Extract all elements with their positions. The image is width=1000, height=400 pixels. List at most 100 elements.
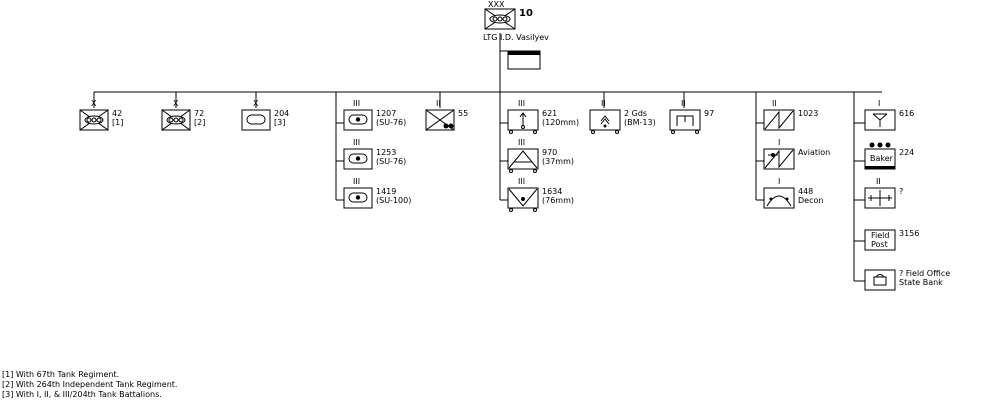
footnote-2: [2] With 264th Independent Tank Regiment… <box>2 380 178 389</box>
engineer-icon <box>669 109 701 134</box>
anti-aircraft-icon <box>507 148 539 173</box>
unit-aviation: I Aviation <box>763 138 830 170</box>
unit-1419: III 1419 (SU-100) <box>343 177 411 209</box>
bank-icon <box>864 269 896 291</box>
unit-note: [3] <box>274 118 285 127</box>
rocket-launcher-icon <box>589 109 621 134</box>
footnote-1: [1] With 67th Tank Regiment. <box>2 370 120 379</box>
unit-1207: III 1207 (SU-76) <box>343 99 406 131</box>
unit-621: III 621 (120mm) <box>507 99 579 134</box>
footnote-3: [3] With I, II, & III/204th Tank Battali… <box>2 390 162 399</box>
chemical-decon-icon <box>763 187 795 209</box>
echelon-mark: II <box>601 99 606 108</box>
echelon-mark: II <box>772 99 777 108</box>
unit-designation: 55 <box>458 109 468 118</box>
unit-616: I 616 <box>864 99 914 131</box>
hq-designation: 10 <box>519 8 533 19</box>
unit-72: X 72 [2] <box>161 99 205 131</box>
unit-1023: II 1023 <box>763 99 818 131</box>
unit-inner-label-2: Post <box>871 240 888 249</box>
unit-97: II 97 <box>669 99 714 134</box>
unit-224: Baker 224 <box>864 142 914 170</box>
echelon-mark: I <box>778 177 780 186</box>
mortar-icon <box>507 109 539 134</box>
hq-unit: XXX 10 LTG I.D. Vasilyev <box>483 0 549 42</box>
unit-42: X 42 [1] <box>79 99 123 131</box>
echelon-mark: III <box>353 99 360 108</box>
unit-designation: Aviation <box>798 148 830 157</box>
anti-tank-icon <box>507 187 539 212</box>
echelon-mark: II <box>876 177 881 186</box>
unit-designation: 204 <box>274 109 289 118</box>
unit-designation: 1419 <box>376 187 396 196</box>
echelon-mark: I <box>778 138 780 147</box>
medical-icon <box>864 109 896 131</box>
armor-oval-icon <box>241 109 271 131</box>
echelon-mark: X <box>253 99 259 108</box>
echelon-mark: III <box>518 138 525 147</box>
unit-1634: III 1634 (76mm) <box>507 177 574 212</box>
echelon-mark: III <box>518 177 525 186</box>
unit-55: II 55 <box>425 99 468 131</box>
connector-lines <box>93 33 882 282</box>
bakery-icon: Baker <box>864 142 896 170</box>
echelon-mark: III <box>353 177 360 186</box>
hq-echelon-mark: XXX <box>488 0 505 9</box>
unit-designation: 970 <box>542 148 557 157</box>
tank-cross-icon <box>161 109 191 131</box>
aviation-signal-icon <box>763 148 795 170</box>
unit-note: [2] <box>194 118 205 127</box>
unit-designation: 97 <box>704 109 714 118</box>
unit-note: (76mm) <box>542 196 574 205</box>
echelon-mark: X <box>91 99 97 108</box>
unit-note: [1] <box>112 118 123 127</box>
field-post-icon: Field Post <box>864 229 896 251</box>
echelon-mark: X <box>173 99 179 108</box>
unit-designation: 448 <box>798 187 813 196</box>
unit-designation: ? <box>899 187 903 196</box>
unit-note: Decon <box>798 196 823 205</box>
motorcycle-infantry-icon <box>425 109 455 131</box>
self-propelled-gun-icon <box>343 187 373 209</box>
unit-field-office: ? Field Office State Bank <box>864 269 950 291</box>
unit-1253: III 1253 (SU-76) <box>343 138 406 170</box>
unit-inner-label: Baker <box>870 154 894 163</box>
unit-designation: 1253 <box>376 148 396 157</box>
unit-designation: 72 <box>194 109 204 118</box>
unit-designation: 2 Gds <box>624 109 647 118</box>
unit-note: (120mm) <box>542 118 579 127</box>
unit-designation: 1207 <box>376 109 396 118</box>
echelon-mark: II <box>436 99 441 108</box>
unit-designation: 1023 <box>798 109 818 118</box>
unit-note: (BM-13) <box>624 118 656 127</box>
unit-designation: 621 <box>542 109 557 118</box>
unit-designation: 42 <box>112 109 122 118</box>
signal-icon <box>763 109 795 131</box>
hq-staff-icon <box>507 50 541 70</box>
echelon-mark: III <box>353 138 360 147</box>
unit-note: (37mm) <box>542 157 574 166</box>
echelon-mark: II <box>681 99 686 108</box>
footnotes: [1] With 67th Tank Regiment. [2] With 26… <box>2 370 177 400</box>
unit-unknown-maintenance: II ? <box>864 177 903 209</box>
unit-note: (SU-76) <box>376 157 406 166</box>
maintenance-icon <box>864 187 896 209</box>
echelon-mark: III <box>518 99 525 108</box>
unit-note: (SU-76) <box>376 118 406 127</box>
unit-204: X 204 [3] <box>241 99 289 131</box>
unit-designation: 616 <box>899 109 914 118</box>
unit-2-gds: II 2 Gds (BM-13) <box>589 99 656 134</box>
self-propelled-gun-icon <box>343 148 373 170</box>
unit-448: I 448 Decon <box>763 177 823 209</box>
self-propelled-gun-icon <box>343 109 373 131</box>
hq-commander: LTG I.D. Vasilyev <box>483 33 549 42</box>
unit-inner-label-1: Field <box>871 231 889 240</box>
unit-note: State Bank <box>899 278 943 287</box>
echelon-mark: I <box>878 99 880 108</box>
unit-3156: Field Post 3156 <box>864 229 919 251</box>
unit-designation: 3156 <box>899 229 919 238</box>
unit-designation: ? Field Office <box>899 269 950 278</box>
tank-cross-icon <box>79 109 109 131</box>
unit-note: (SU-100) <box>376 196 411 205</box>
